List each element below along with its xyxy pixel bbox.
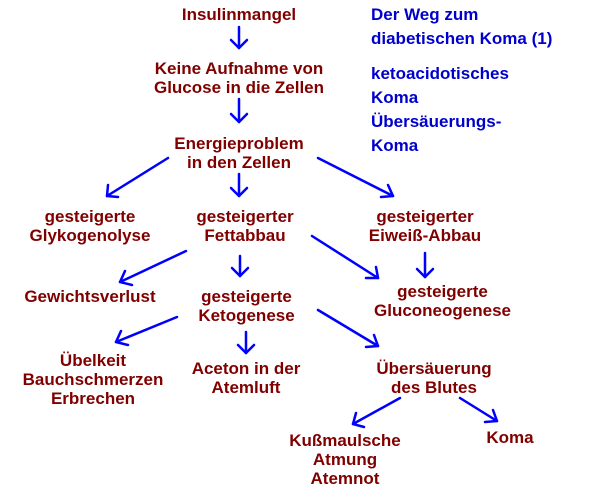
- node-line: gesteigerte: [397, 282, 488, 301]
- arrow-ketogenese-to-uebersaeuerung: [316, 308, 380, 349]
- node-line: Insulinmangel: [181, 5, 297, 24]
- note-line-5: Übersäuerungs-: [371, 112, 502, 131]
- node-line: Aceton in der: [191, 359, 301, 378]
- node-line: gesteigerte: [44, 207, 136, 226]
- node-line: Eiweiß-Abbau: [368, 226, 482, 245]
- arrow-ketogenese-to-aceton: [236, 330, 256, 355]
- node-glykogenolyse: gesteigerte Glykogenolyse: [10, 207, 170, 245]
- node-line: gesteigerter: [376, 207, 474, 226]
- arrow-energieproblem-to-glykogenolyse: [105, 156, 170, 199]
- diagram-title: Der Weg zum diabetischen Koma (1): [371, 3, 552, 51]
- node-line: Bauchschmerzen: [22, 370, 164, 389]
- node-line: Fettabbau: [204, 226, 286, 245]
- node-ketogenese: gesteigerte Ketogenese: [174, 287, 319, 325]
- node-line: Glykogenolyse: [29, 226, 151, 245]
- node-line: des Blutes: [391, 378, 477, 397]
- node-line: Kußmaulsche: [289, 431, 401, 450]
- node-aceton: Aceton in der Atemluft: [181, 359, 311, 397]
- node-uebersaeuerung: Übersäuerung des Blutes: [359, 359, 509, 397]
- arrow-insulinmangel-to-keine-aufnahme: [229, 25, 249, 50]
- node-line: Ketogenese: [198, 306, 295, 325]
- arrow-fettabbau-to-gewichtsverlust: [118, 249, 188, 287]
- title-line-1: Der Weg zum: [371, 5, 479, 24]
- arrow-fettabbau-to-gluconeogenese: [310, 234, 380, 280]
- node-line: Erbrechen: [50, 389, 136, 408]
- arrow-fettabbau-to-ketogenese: [230, 254, 250, 278]
- arrow-energieproblem-to-fettabbau: [229, 172, 249, 198]
- coma-types-note: ketoacidotisches Koma Übersäuerungs- Kom…: [371, 62, 509, 158]
- node-line: in den Zellen: [187, 153, 291, 172]
- node-gluconeogenese: gesteigerte Gluconeogenese: [355, 282, 530, 320]
- node-line: Energieproblem: [174, 134, 304, 153]
- node-line: gesteigerter: [196, 207, 294, 226]
- node-line: Atemnot: [310, 469, 380, 488]
- node-gewichtsverlust: Gewichtsverlust: [5, 287, 175, 306]
- arrow-ketogenese-to-uebelkeit: [114, 315, 179, 347]
- node-kussmaul: Kußmaulsche Atmung Atemnot: [270, 431, 420, 488]
- arrow-uebersaeuerung-to-koma: [458, 396, 499, 424]
- node-energieproblem: Energieproblem in den Zellen: [149, 134, 329, 172]
- node-line: gesteigerte: [201, 287, 292, 306]
- node-line: Keine Aufnahme von: [154, 59, 324, 78]
- arrow-eiweiss-abbau-to-gluconeogenese: [415, 251, 435, 279]
- node-line: Gluconeogenese: [374, 301, 511, 320]
- note-line-6: Koma: [371, 136, 419, 155]
- node-uebelkeit: Übelkeit Bauchschmerzen Erbrechen: [4, 351, 182, 408]
- note-line-4: Koma: [371, 88, 419, 107]
- node-line: Atmung: [312, 450, 378, 469]
- node-line: Übersäuerung: [376, 359, 492, 378]
- node-eiweiss-abbau: gesteigerter Eiweiß-Abbau: [355, 207, 495, 245]
- node-koma: Koma: [470, 428, 550, 447]
- node-line: Übelkeit: [59, 351, 127, 370]
- node-insulinmangel: Insulinmangel: [154, 5, 324, 24]
- title-line-2: diabetischen Koma (1): [371, 29, 553, 48]
- node-line: Gewichtsverlust: [24, 287, 156, 306]
- node-line: Atemluft: [211, 378, 281, 397]
- node-fettabbau: gesteigerter Fettabbau: [170, 207, 320, 245]
- arrow-energieproblem-to-eiweiss-abbau: [316, 156, 395, 199]
- node-line: Koma: [486, 428, 534, 447]
- arrow-keine-aufnahme-to-energieproblem: [229, 97, 249, 124]
- node-keine-aufnahme: Keine Aufnahme von Glucose in die Zellen: [134, 59, 344, 97]
- note-line-3: ketoacidotisches: [371, 64, 509, 83]
- node-line: Glucose in die Zellen: [153, 78, 325, 97]
- arrow-uebersaeuerung-to-kussmaul: [351, 396, 402, 429]
